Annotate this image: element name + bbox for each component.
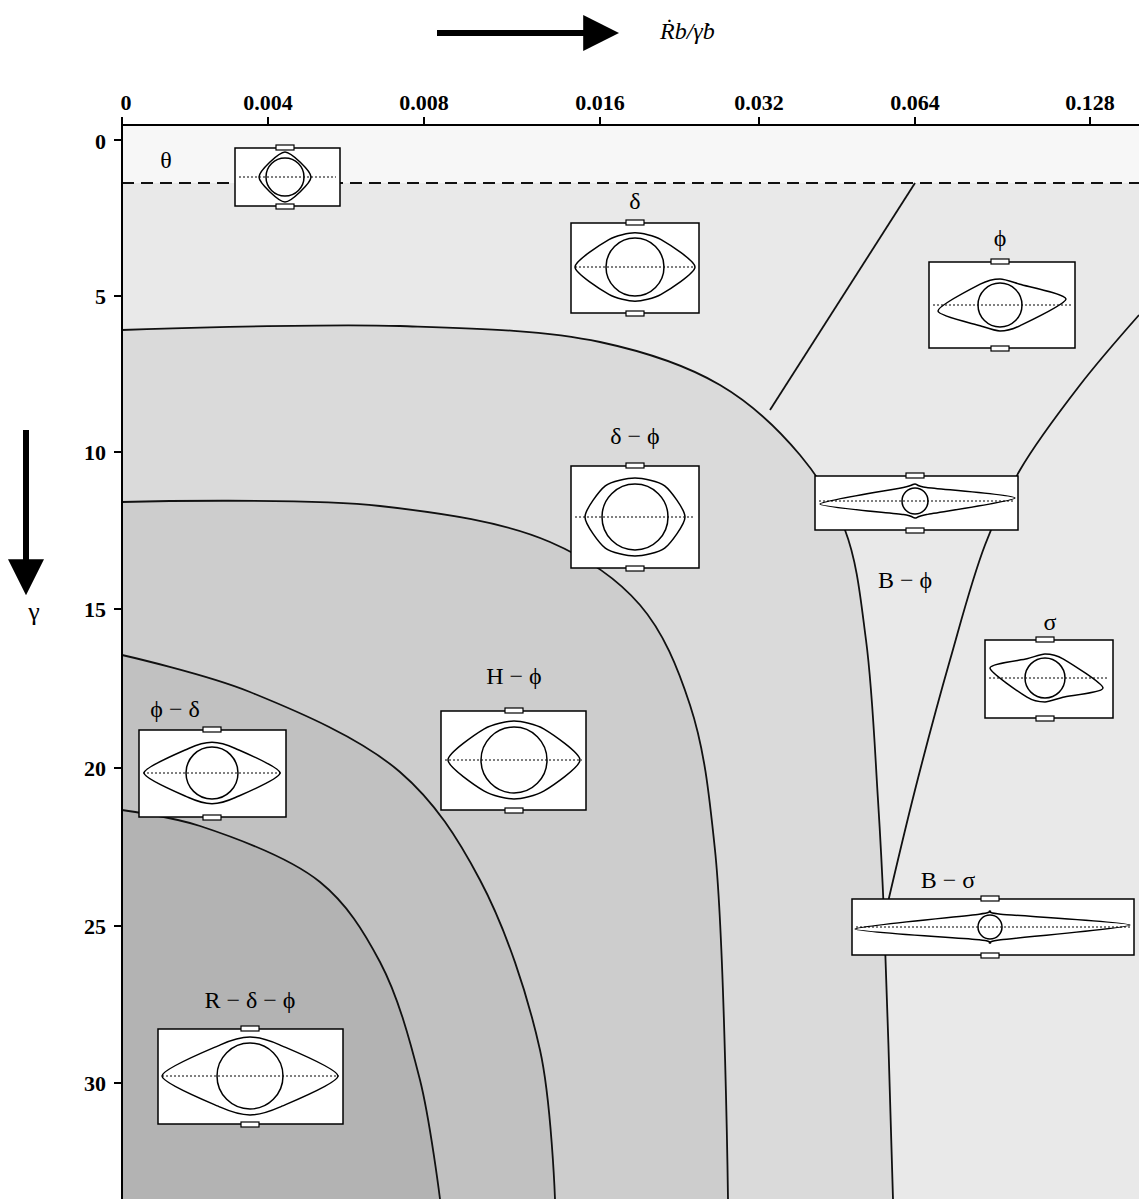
drop-shape-inset <box>158 1026 343 1127</box>
shaded-region <box>122 501 728 1199</box>
tick-label: 0.008 <box>399 92 449 114</box>
regime-boundary <box>770 183 915 410</box>
drop-shape-inset <box>571 220 699 316</box>
tick-mark <box>114 608 122 610</box>
tick-mark <box>114 295 122 297</box>
axis-line <box>122 124 1139 126</box>
regime-label: θ <box>160 148 172 172</box>
tick-mark <box>114 451 122 453</box>
shaded-region <box>122 325 893 1199</box>
regime-label: R − δ − ϕ <box>204 988 295 1012</box>
tick-mark <box>914 117 916 125</box>
axis-arrow <box>437 30 612 36</box>
tick-label: 0.016 <box>575 92 625 114</box>
tick-mark <box>114 139 122 141</box>
tick-label: 5 <box>95 286 106 308</box>
tick-label: 20 <box>84 758 106 780</box>
tick-mark <box>114 1082 122 1084</box>
regime-label: B − σ <box>921 868 975 892</box>
tick-mark <box>267 117 269 125</box>
drop-shape-inset <box>235 145 340 209</box>
tick-mark <box>114 767 122 769</box>
regime-label: H − ϕ <box>486 664 542 688</box>
regime-label: δ − ϕ <box>610 424 659 448</box>
axis-arrow <box>23 430 29 588</box>
axis-line <box>121 125 123 1199</box>
tick-mark <box>599 117 601 125</box>
shaded-region <box>122 810 440 1199</box>
tick-label: 0 <box>95 131 106 153</box>
tick-label: 30 <box>84 1073 106 1095</box>
drop-shape-inset <box>852 896 1134 958</box>
tick-mark <box>114 925 122 927</box>
tick-label: 0.032 <box>734 92 784 114</box>
light-region <box>122 125 1139 1199</box>
drop-shape-inset <box>929 259 1075 351</box>
drop-shape-inset <box>139 727 286 820</box>
tick-mark <box>1089 117 1091 125</box>
tick-mark <box>758 117 760 125</box>
tick-label: 0.064 <box>890 92 940 114</box>
tick-label: 25 <box>84 916 106 938</box>
tick-label: 0.128 <box>1065 92 1115 114</box>
tick-label: 0 <box>121 92 132 114</box>
regime-label: ϕ <box>994 226 1007 250</box>
drop-shape-inset <box>985 637 1113 721</box>
tick-mark <box>423 117 425 125</box>
regime-label: ϕ − δ <box>150 697 199 721</box>
regime-label: σ <box>1044 610 1057 634</box>
tick-label: 15 <box>84 599 106 621</box>
regime-boundary <box>122 655 555 1199</box>
regime-boundary <box>122 810 440 1199</box>
drop-shape-inset <box>571 463 699 571</box>
regime-boundary <box>122 501 728 1199</box>
regime-label: δ <box>629 189 640 213</box>
regime-label: B − ϕ <box>878 568 932 592</box>
drop-shape-inset <box>815 473 1018 533</box>
tick-label: 10 <box>84 442 106 464</box>
tick-label: 0.004 <box>243 92 293 114</box>
tick-mark <box>121 117 123 125</box>
axis-title: Ṙb/γ̇b <box>660 19 715 43</box>
regime-boundary <box>122 325 893 1199</box>
shaded-region <box>122 655 555 1199</box>
regime-boundary <box>885 315 1139 915</box>
axis-title: γ <box>28 599 40 625</box>
drop-shape-inset <box>441 708 586 813</box>
